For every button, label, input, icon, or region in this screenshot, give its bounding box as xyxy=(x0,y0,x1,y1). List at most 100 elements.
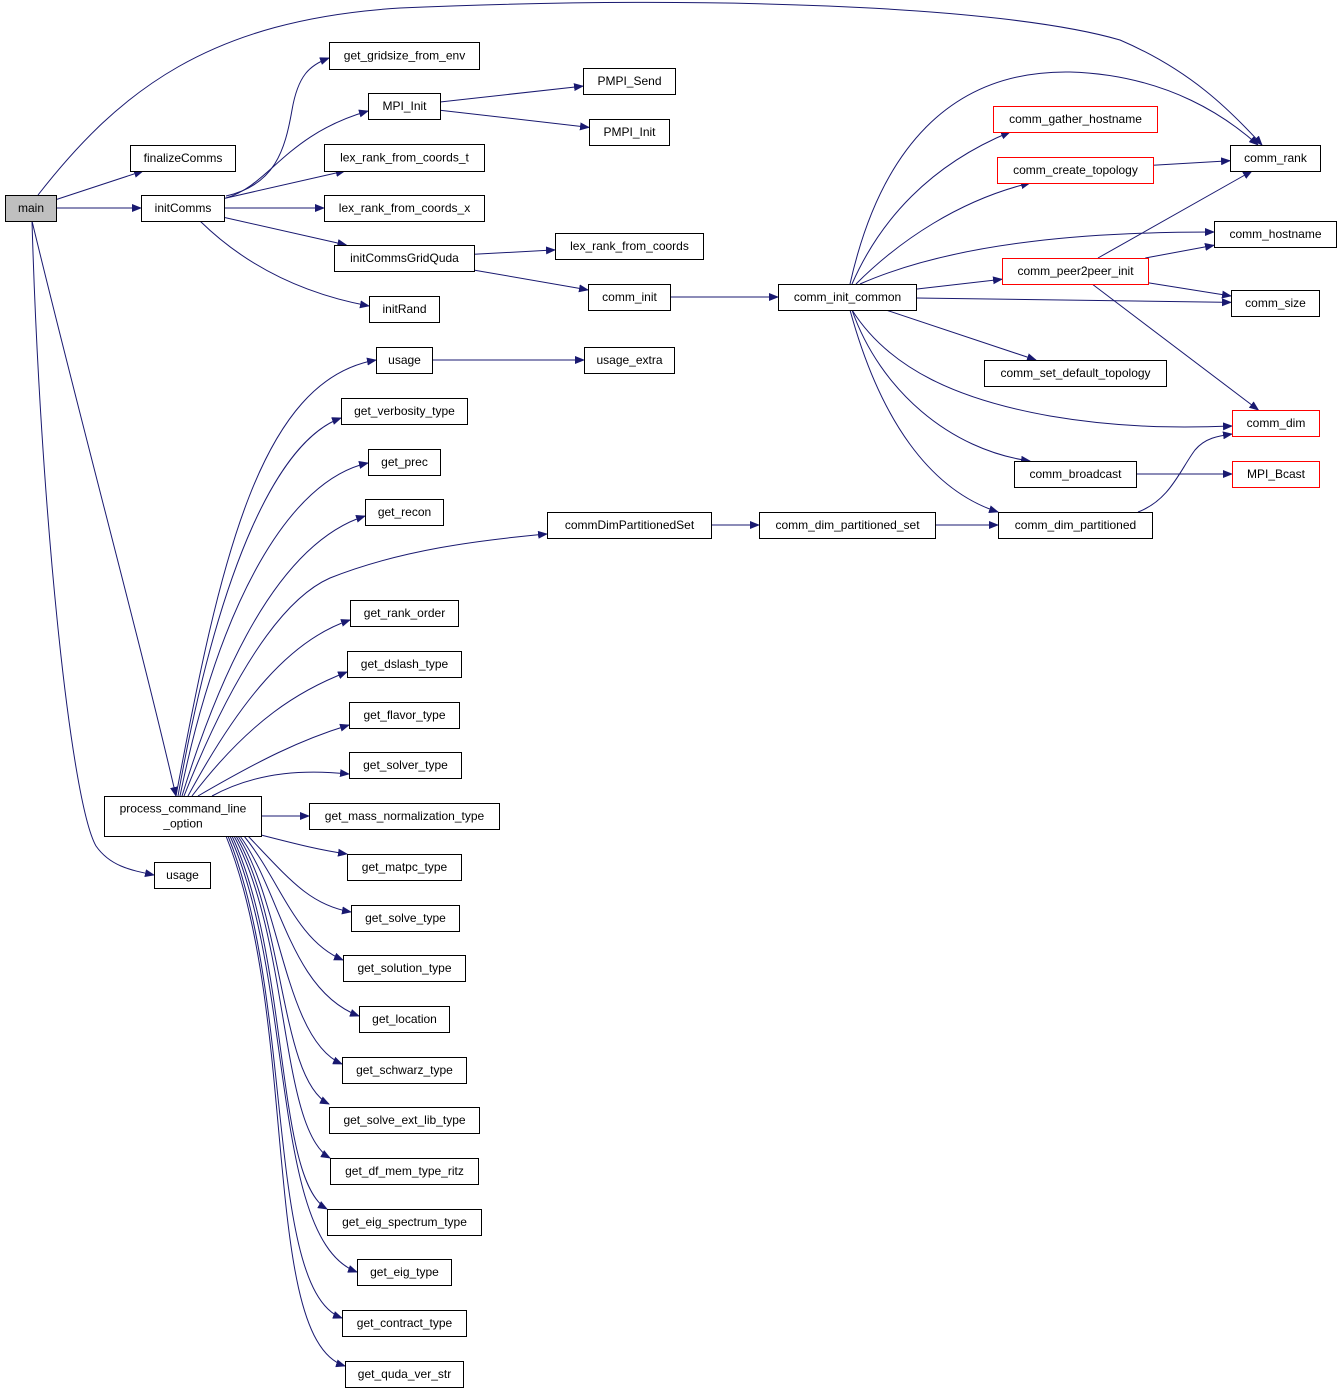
node-get_eig_spectrum_type[interactable]: get_eig_spectrum_type xyxy=(327,1209,482,1236)
node-box xyxy=(778,284,917,311)
node-get_solver_type[interactable]: get_solver_type xyxy=(349,752,462,779)
node-usage_main[interactable]: usage xyxy=(154,862,211,889)
edge-comm_dim_partitioned-to-comm_dim xyxy=(1137,431,1233,513)
node-label: PMPI_Init xyxy=(603,125,656,139)
node-PMPI_Send[interactable]: PMPI_Send xyxy=(583,68,676,95)
node-comm_peer2peer_init[interactable]: comm_peer2peer_init xyxy=(1002,258,1149,285)
node-box xyxy=(984,360,1167,387)
node-box xyxy=(1232,461,1320,488)
edge-comm_init_common-to-comm_size xyxy=(915,297,1232,307)
node-label: lex_rank_from_coords_t xyxy=(340,151,469,165)
node-main[interactable]: main xyxy=(5,195,57,222)
node-get_schwarz_type[interactable]: get_schwarz_type xyxy=(342,1057,467,1084)
node-get_contract_type[interactable]: get_contract_type xyxy=(342,1310,467,1337)
edge-comm_create_topology-to-comm_rank xyxy=(1152,157,1231,166)
edge-main-to-comm_rank xyxy=(37,2,1263,196)
node-get_dslash_type[interactable]: get_dslash_type xyxy=(347,651,462,678)
node-comm_dim_partitioned[interactable]: comm_dim_partitioned xyxy=(998,512,1153,539)
node-lex_rank_from_coords[interactable]: lex_rank_from_coords xyxy=(555,233,704,260)
node-comm_set_default_topology[interactable]: comm_set_default_topology xyxy=(984,360,1167,387)
node-box xyxy=(327,1209,482,1236)
node-get_flavor_type[interactable]: get_flavor_type xyxy=(349,702,460,729)
node-get_location[interactable]: get_location xyxy=(359,1006,450,1033)
edge-comm_peer2peer_init-to-comm_hostname xyxy=(1145,243,1215,259)
node-box xyxy=(1002,258,1149,285)
node-comm_init[interactable]: comm_init xyxy=(588,284,671,311)
edge-process_command_line_option-to-get_solve_type xyxy=(247,835,352,915)
node-get_prec[interactable]: get_prec xyxy=(368,449,441,476)
node-label: MPI_Bcast xyxy=(1247,467,1306,481)
node-box xyxy=(324,144,485,172)
node-label: usage xyxy=(388,353,421,367)
node-get_matpc_type[interactable]: get_matpc_type xyxy=(347,854,462,881)
node-get_df_mem_type_ritz[interactable]: get_df_mem_type_ritz xyxy=(330,1158,479,1185)
node-label: get_gridsize_from_env xyxy=(344,49,465,63)
node-box xyxy=(341,398,468,425)
node-comm_size[interactable]: comm_size xyxy=(1231,290,1320,317)
node-box xyxy=(334,245,475,272)
node-initRand[interactable]: initRand xyxy=(369,296,440,323)
edge-comm_peer2peer_init-to-comm_size xyxy=(1147,282,1232,299)
node-box xyxy=(345,1361,464,1388)
node-usage_extra[interactable]: usage_extra xyxy=(584,347,675,374)
node-label: finalizeComms xyxy=(144,151,223,165)
node-get_gridsize_from_env[interactable]: get_gridsize_from_env xyxy=(329,42,480,70)
node-commDimPartitionedSet[interactable]: commDimPartitionedSet xyxy=(547,512,712,539)
edge-comm_peer2peer_init-to-comm_rank xyxy=(1097,170,1253,259)
node-get_rank_order[interactable]: get_rank_order xyxy=(350,600,459,627)
node-get_verbosity_type[interactable]: get_verbosity_type xyxy=(341,398,468,425)
node-label: get_schwarz_type xyxy=(356,1063,453,1077)
node-usage_pclo[interactable]: usage xyxy=(376,347,433,374)
node-comm_broadcast[interactable]: comm_broadcast xyxy=(1014,461,1137,488)
node-get_solve_ext_lib_type[interactable]: get_solve_ext_lib_type xyxy=(329,1107,480,1134)
node-box xyxy=(1230,145,1321,172)
node-comm_gather_hostname[interactable]: comm_gather_hostname xyxy=(993,106,1158,133)
node-label: MPI_Init xyxy=(382,99,427,113)
node-get_recon[interactable]: get_recon xyxy=(365,499,444,526)
node-box xyxy=(998,512,1153,539)
node-box xyxy=(154,862,211,889)
node-get_quda_ver_str[interactable]: get_quda_ver_str xyxy=(345,1361,464,1388)
node-get_eig_type[interactable]: get_eig_type xyxy=(357,1259,452,1286)
node-box xyxy=(130,145,236,172)
node-box xyxy=(376,347,433,374)
node-MPI_Init[interactable]: MPI_Init xyxy=(368,93,441,120)
node-comm_rank[interactable]: comm_rank xyxy=(1230,145,1321,172)
node-label: get_location xyxy=(372,1012,437,1026)
node-lex_rank_from_coords_t[interactable]: lex_rank_from_coords_t xyxy=(324,144,485,172)
edge-process_command_line_option-to-get_df_mem_type_ritz xyxy=(233,835,331,1159)
edge-comm_init_common-to-comm_gather_hostname xyxy=(851,131,1011,285)
node-box xyxy=(759,512,936,539)
node-label: PMPI_Send xyxy=(597,74,661,88)
node-comm_dim[interactable]: comm_dim xyxy=(1232,410,1320,437)
node-label: comm_dim xyxy=(1247,416,1306,430)
edge-initComms-to-lex_rank_from_coords_t xyxy=(223,169,346,199)
node-finalizeComms[interactable]: finalizeComms xyxy=(130,145,236,172)
node-label: process_command_line xyxy=(120,802,247,816)
edge-process_command_line_option-to-get_solve_ext_lib_type xyxy=(235,835,330,1105)
node-label: lex_rank_from_coords xyxy=(570,239,689,253)
node-comm_create_topology[interactable]: comm_create_topology xyxy=(997,157,1154,184)
node-process_command_line_option[interactable]: process_command_line_option xyxy=(104,796,262,837)
node-label: comm_hostname xyxy=(1229,227,1321,241)
node-box xyxy=(309,803,500,830)
node-box xyxy=(347,651,462,678)
node-comm_hostname[interactable]: comm_hostname xyxy=(1214,221,1337,248)
node-box xyxy=(330,1158,479,1185)
node-initCommsGridQuda[interactable]: initCommsGridQuda xyxy=(334,245,475,272)
node-label: comm_gather_hostname xyxy=(1009,112,1142,126)
edge-main-to-usage_main xyxy=(31,220,155,878)
edge-initCommsGridQuda-to-lex_rank_from_coords xyxy=(473,246,556,255)
node-comm_dim_partitioned_set[interactable]: comm_dim_partitioned_set xyxy=(759,512,936,539)
node-get_solution_type[interactable]: get_solution_type xyxy=(343,955,466,982)
node-box xyxy=(104,796,262,837)
node-get_solve_type[interactable]: get_solve_type xyxy=(351,905,460,932)
node-initComms[interactable]: initComms xyxy=(141,195,225,222)
node-label: comm_init xyxy=(602,290,657,304)
node-box xyxy=(347,854,462,881)
node-lex_rank_from_coords_x[interactable]: lex_rank_from_coords_x xyxy=(324,195,485,222)
node-comm_init_common[interactable]: comm_init_common xyxy=(778,284,917,311)
node-MPI_Bcast[interactable]: MPI_Bcast xyxy=(1232,461,1320,488)
node-PMPI_Init[interactable]: PMPI_Init xyxy=(589,119,670,146)
node-get_mass_normalization_type[interactable]: get_mass_normalization_type xyxy=(309,803,500,830)
